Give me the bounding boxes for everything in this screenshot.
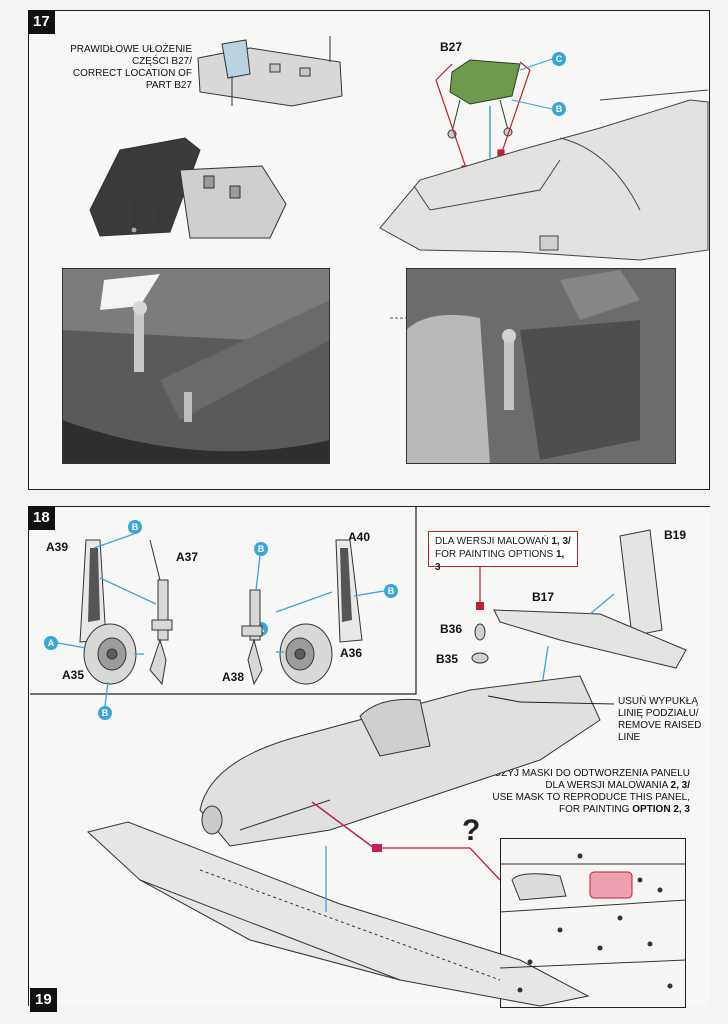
part-b35 (471, 652, 489, 664)
step-18-number: 18 (28, 506, 55, 530)
mask-en-1: USE MASK TO REPRODUCE THIS PANEL, (492, 792, 690, 803)
fuselage-drawing (199, 675, 601, 847)
tail-fin-b19 (619, 529, 663, 637)
part-b35-label: B35 (436, 652, 459, 666)
mask-detail-leader (382, 847, 501, 881)
mask-pl-1: UŻYJ MASKI DO ODTWORZENIA PANELU (494, 768, 690, 779)
badge-c-icon: C (552, 52, 566, 66)
part-b19-label: B19 (664, 528, 687, 542)
mask-en-2: FOR PAINTING (559, 804, 630, 815)
gear-assembly-arrows (57, 533, 385, 707)
badge-b-icon: B (254, 542, 268, 556)
mask-pl-2: DLA WERSJI MALOWANIA (545, 780, 668, 791)
wheel-a36 (279, 623, 333, 685)
part-a35-label: A35 (62, 668, 85, 682)
part-a37-label: A37 (176, 550, 199, 564)
badge-b-icon: B (552, 102, 566, 116)
question-mark-icon: ? (462, 814, 481, 847)
painting-options-callout: DLA WERSJI MALOWAŃ 1, 3/ FOR PAINTING OP… (428, 531, 578, 573)
painting-options-pl: DLA WERSJI MALOWAŃ (435, 536, 549, 547)
panel-detail-content (499, 853, 687, 993)
remove-line-label: USUŃ WYPUKŁĄ LINIĘ PODZIAŁU/ REMOVE RAIS… (618, 696, 708, 744)
b19-arrow (589, 593, 615, 615)
painting-options-pl-nums: 1, 3/ (551, 536, 571, 547)
cockpit-photo-right (406, 268, 676, 464)
remove-line-leader-2 (519, 701, 615, 705)
wheel-a35 (83, 623, 137, 685)
gear-subpanel-border (30, 506, 417, 695)
part-b36 (474, 623, 486, 641)
correct-location-label: PRAWIDŁOWE UŁOŻENIE CZĘŚCI B27/ CORRECT … (62, 44, 192, 92)
remove-line-pl: USUŃ WYPUKŁĄ LINIĘ PODZIAŁU/ (618, 696, 699, 719)
gear-strut-a37 (149, 539, 173, 686)
correct-location-pl: PRAWIDŁOWE UŁOŻENIE CZĘŚCI B27/ (70, 44, 192, 67)
seat-frame-part (89, 137, 287, 239)
gear-strut-a38 (241, 589, 263, 686)
painting-options-en-nums: 1, 3 (435, 549, 565, 573)
gear-door-a40-inner (340, 548, 352, 622)
left-photo-content (62, 268, 330, 464)
cockpit-photo-left (62, 268, 330, 464)
wing-drawing (86, 821, 590, 1007)
painting-marker (476, 602, 484, 610)
part-a39-label: A39 (46, 540, 69, 554)
badge-c-leader (519, 58, 553, 71)
badge-a-icon: A (44, 636, 58, 650)
mask-marker (372, 844, 382, 852)
part-a36-label: A36 (340, 646, 363, 660)
tailplane-b17 (493, 609, 687, 669)
mask-pl-nums: 2, 3/ (670, 780, 690, 791)
mask-leader (311, 801, 375, 849)
step-19-number: 19 (30, 988, 57, 1012)
part-b27-label: B27 (440, 40, 463, 54)
badge-b-icon: B (98, 706, 112, 720)
right-photo-content (406, 268, 676, 464)
mask-panel-label: UŻYJ MASKI DO ODTWORZENIA PANELU DLA WER… (470, 768, 690, 816)
b27-location-inset (197, 36, 343, 107)
remove-line-en: REMOVE RAISED LINE (618, 720, 702, 743)
mask-en-option: OPTION 2, 3 (632, 804, 690, 815)
correct-location-en: CORRECT LOCATION OF PART B27 (72, 68, 192, 91)
remove-line-leader (487, 695, 521, 703)
part-a40-label: A40 (348, 530, 371, 544)
badge-b-icon: B (384, 584, 398, 598)
part-b36-label: B36 (440, 622, 463, 636)
painting-options-en: FOR PAINTING OPTIONS (435, 549, 554, 560)
badge-b-icon: B (128, 520, 142, 534)
part-a38-label: A38 (222, 670, 245, 684)
step-17-number: 17 (28, 10, 55, 34)
fuselage-cockpit-drawing (379, 89, 709, 261)
gear-door-a39-inner (88, 548, 100, 622)
b27-green-part (447, 59, 521, 139)
b17-arrow (541, 645, 549, 687)
badge-b-leader (511, 99, 553, 110)
part-b17-label: B17 (532, 590, 555, 604)
